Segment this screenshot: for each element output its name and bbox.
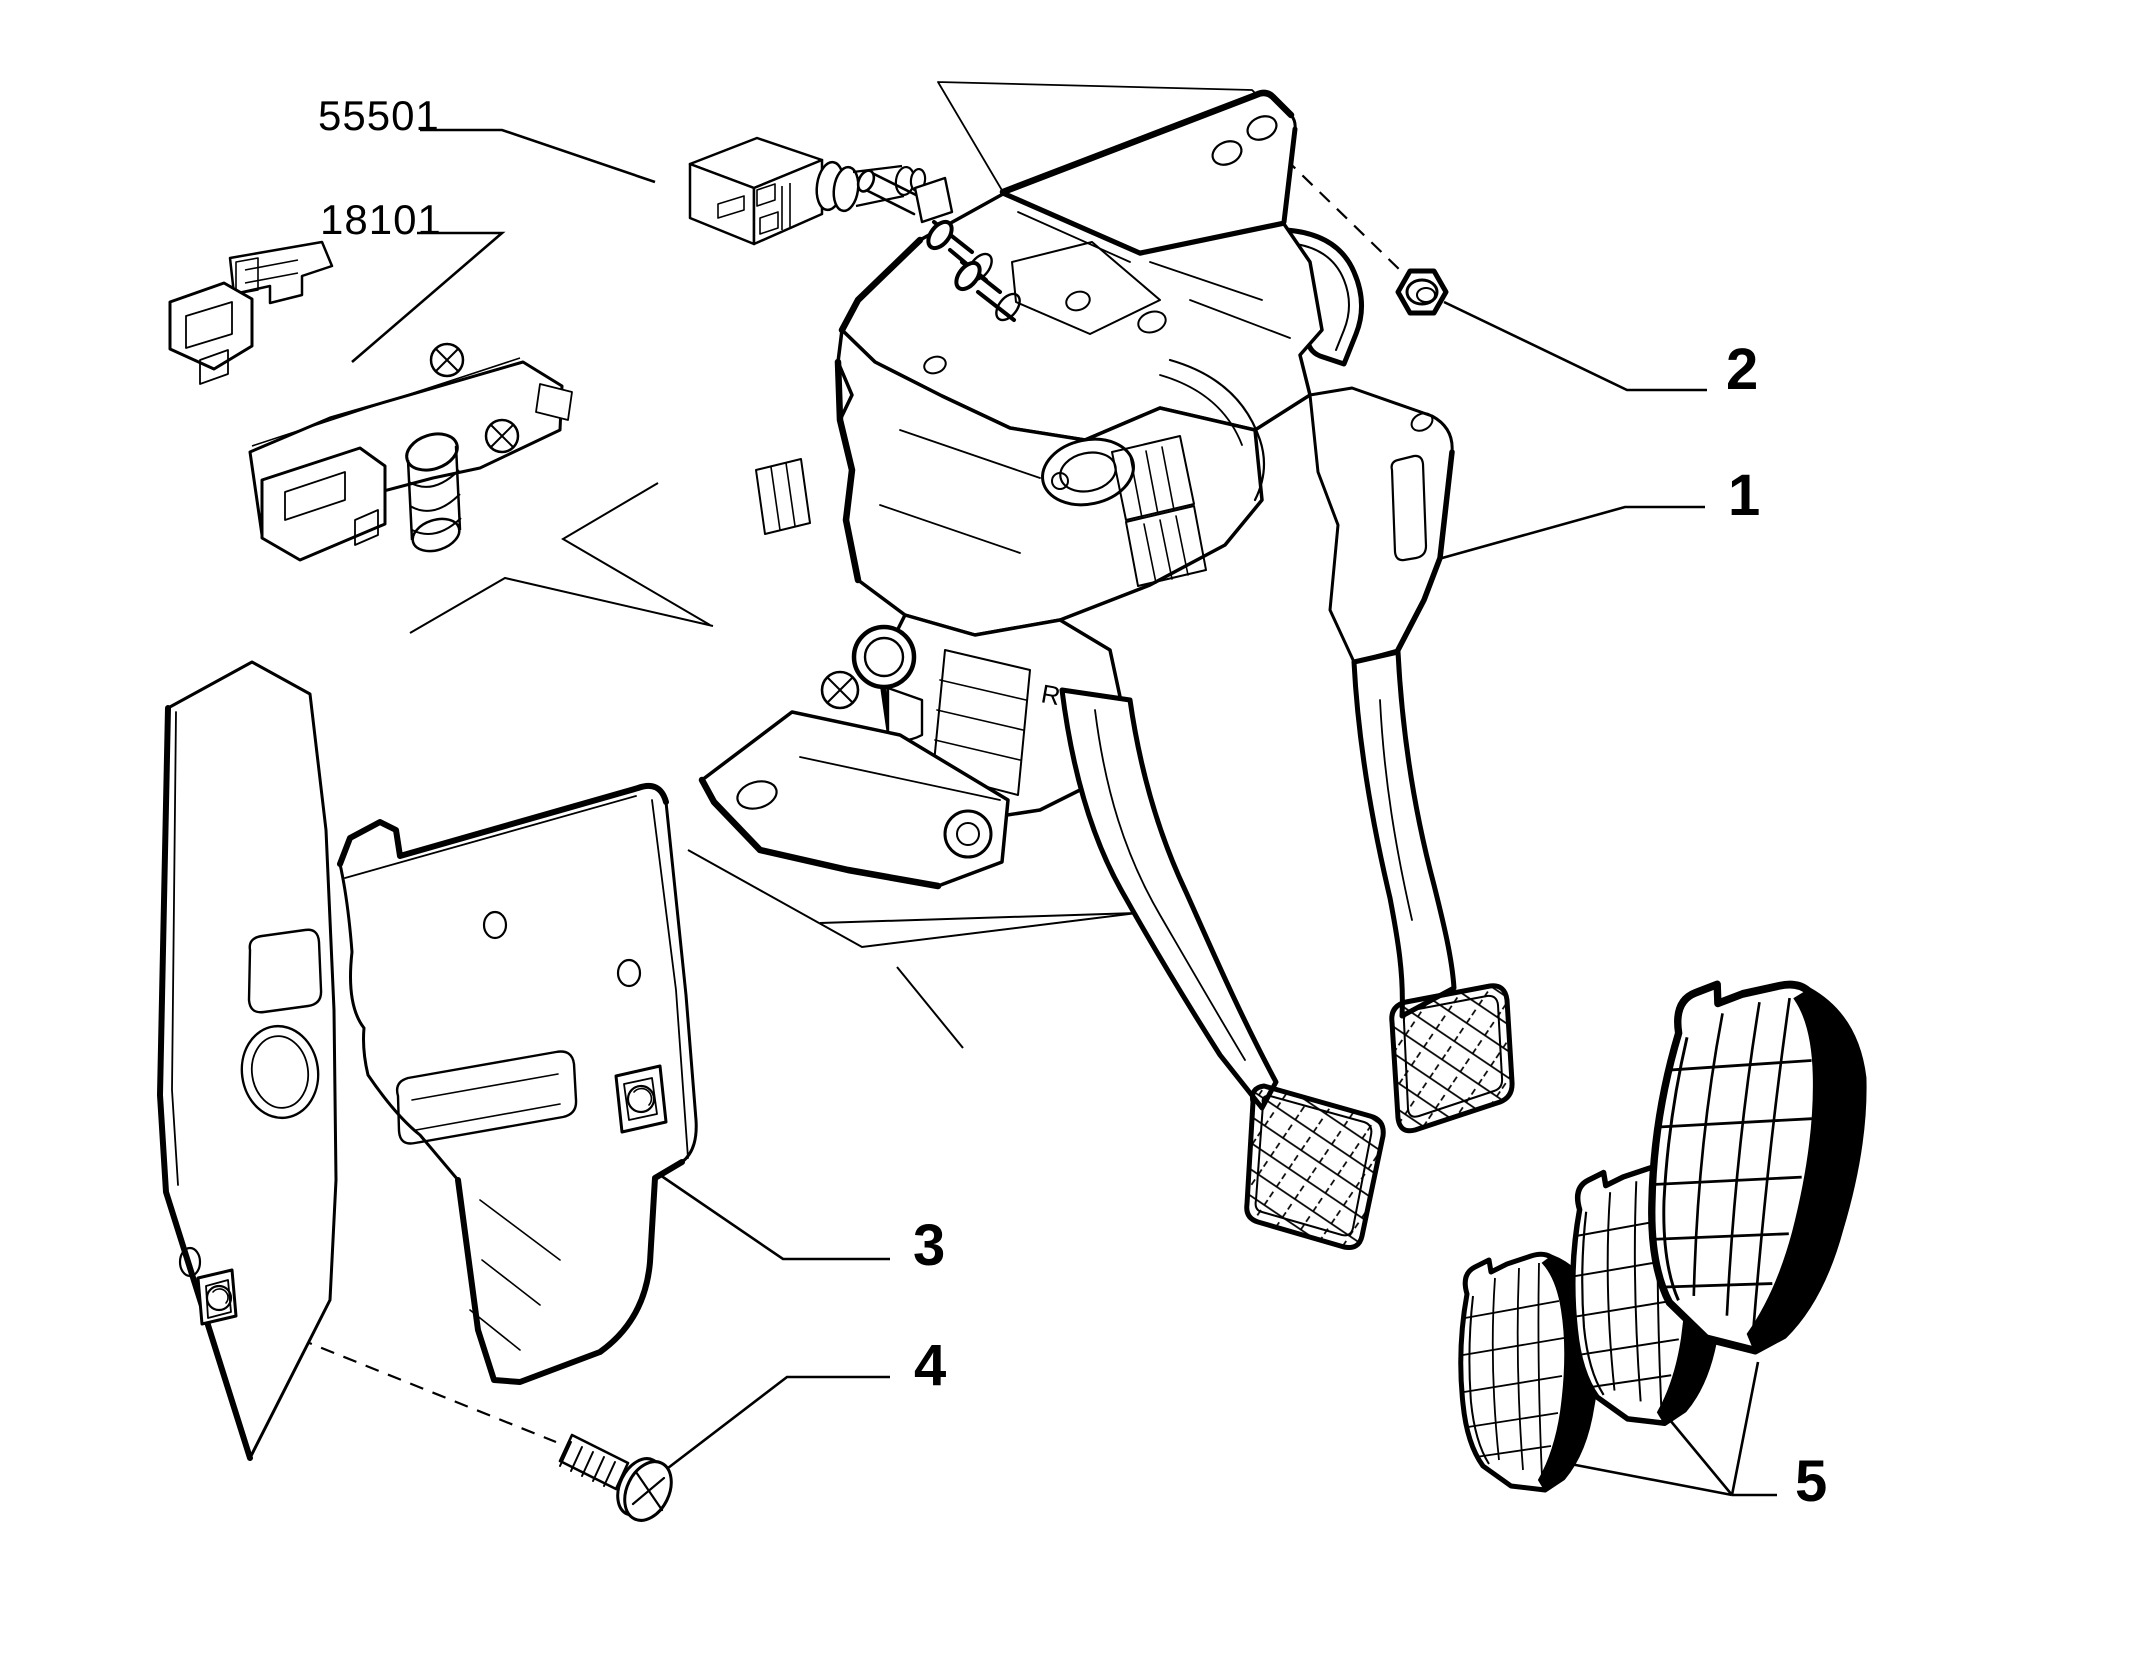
clutch-pedal-pad-rim [1254, 1094, 1373, 1237]
callout-label-5: 5 [1795, 1449, 1828, 1514]
pedal-rubber-covers-drawing [1461, 970, 1877, 1490]
leader-18101 [351, 231, 506, 363]
brake-pedal-pad-rim [1402, 994, 1504, 1118]
clutch-pedal-arm [1059, 687, 1279, 1111]
callout-label-1: 1 [1728, 463, 1761, 528]
nut-drawing [1395, 268, 1449, 316]
callout-label-3: 3 [913, 1213, 946, 1278]
part-label-55501: 55501 [318, 92, 440, 139]
clutch-sensor-drawing [168, 240, 573, 562]
insulation-bracket-drawing [157, 660, 698, 1461]
leader-2 [1443, 300, 1707, 392]
leader-lines [231, 128, 1777, 1497]
brake-pedal-pad [1389, 983, 1515, 1134]
part-label-18101: 18101 [320, 196, 442, 243]
callout-label-4: 4 [914, 1333, 947, 1398]
clutch-pedal-pad [1244, 1083, 1386, 1250]
mounting-pointer-lines [409, 482, 1138, 1049]
screw-drawing [558, 1433, 673, 1522]
housing-r-marking: R [1039, 678, 1063, 711]
leader-4 [667, 1375, 890, 1470]
leader-3 [659, 1173, 890, 1261]
callout-label-2: 2 [1726, 337, 1759, 402]
pedal-assembly-drawing: R [698, 81, 1515, 1250]
leader-5 [1559, 1361, 1777, 1497]
leader-1 [1434, 505, 1705, 562]
leader-55501 [420, 128, 656, 184]
brake-light-switch-drawing [688, 136, 927, 246]
pedal-cover-large [1632, 970, 1877, 1360]
brake-pedal-arm [1351, 649, 1457, 1019]
